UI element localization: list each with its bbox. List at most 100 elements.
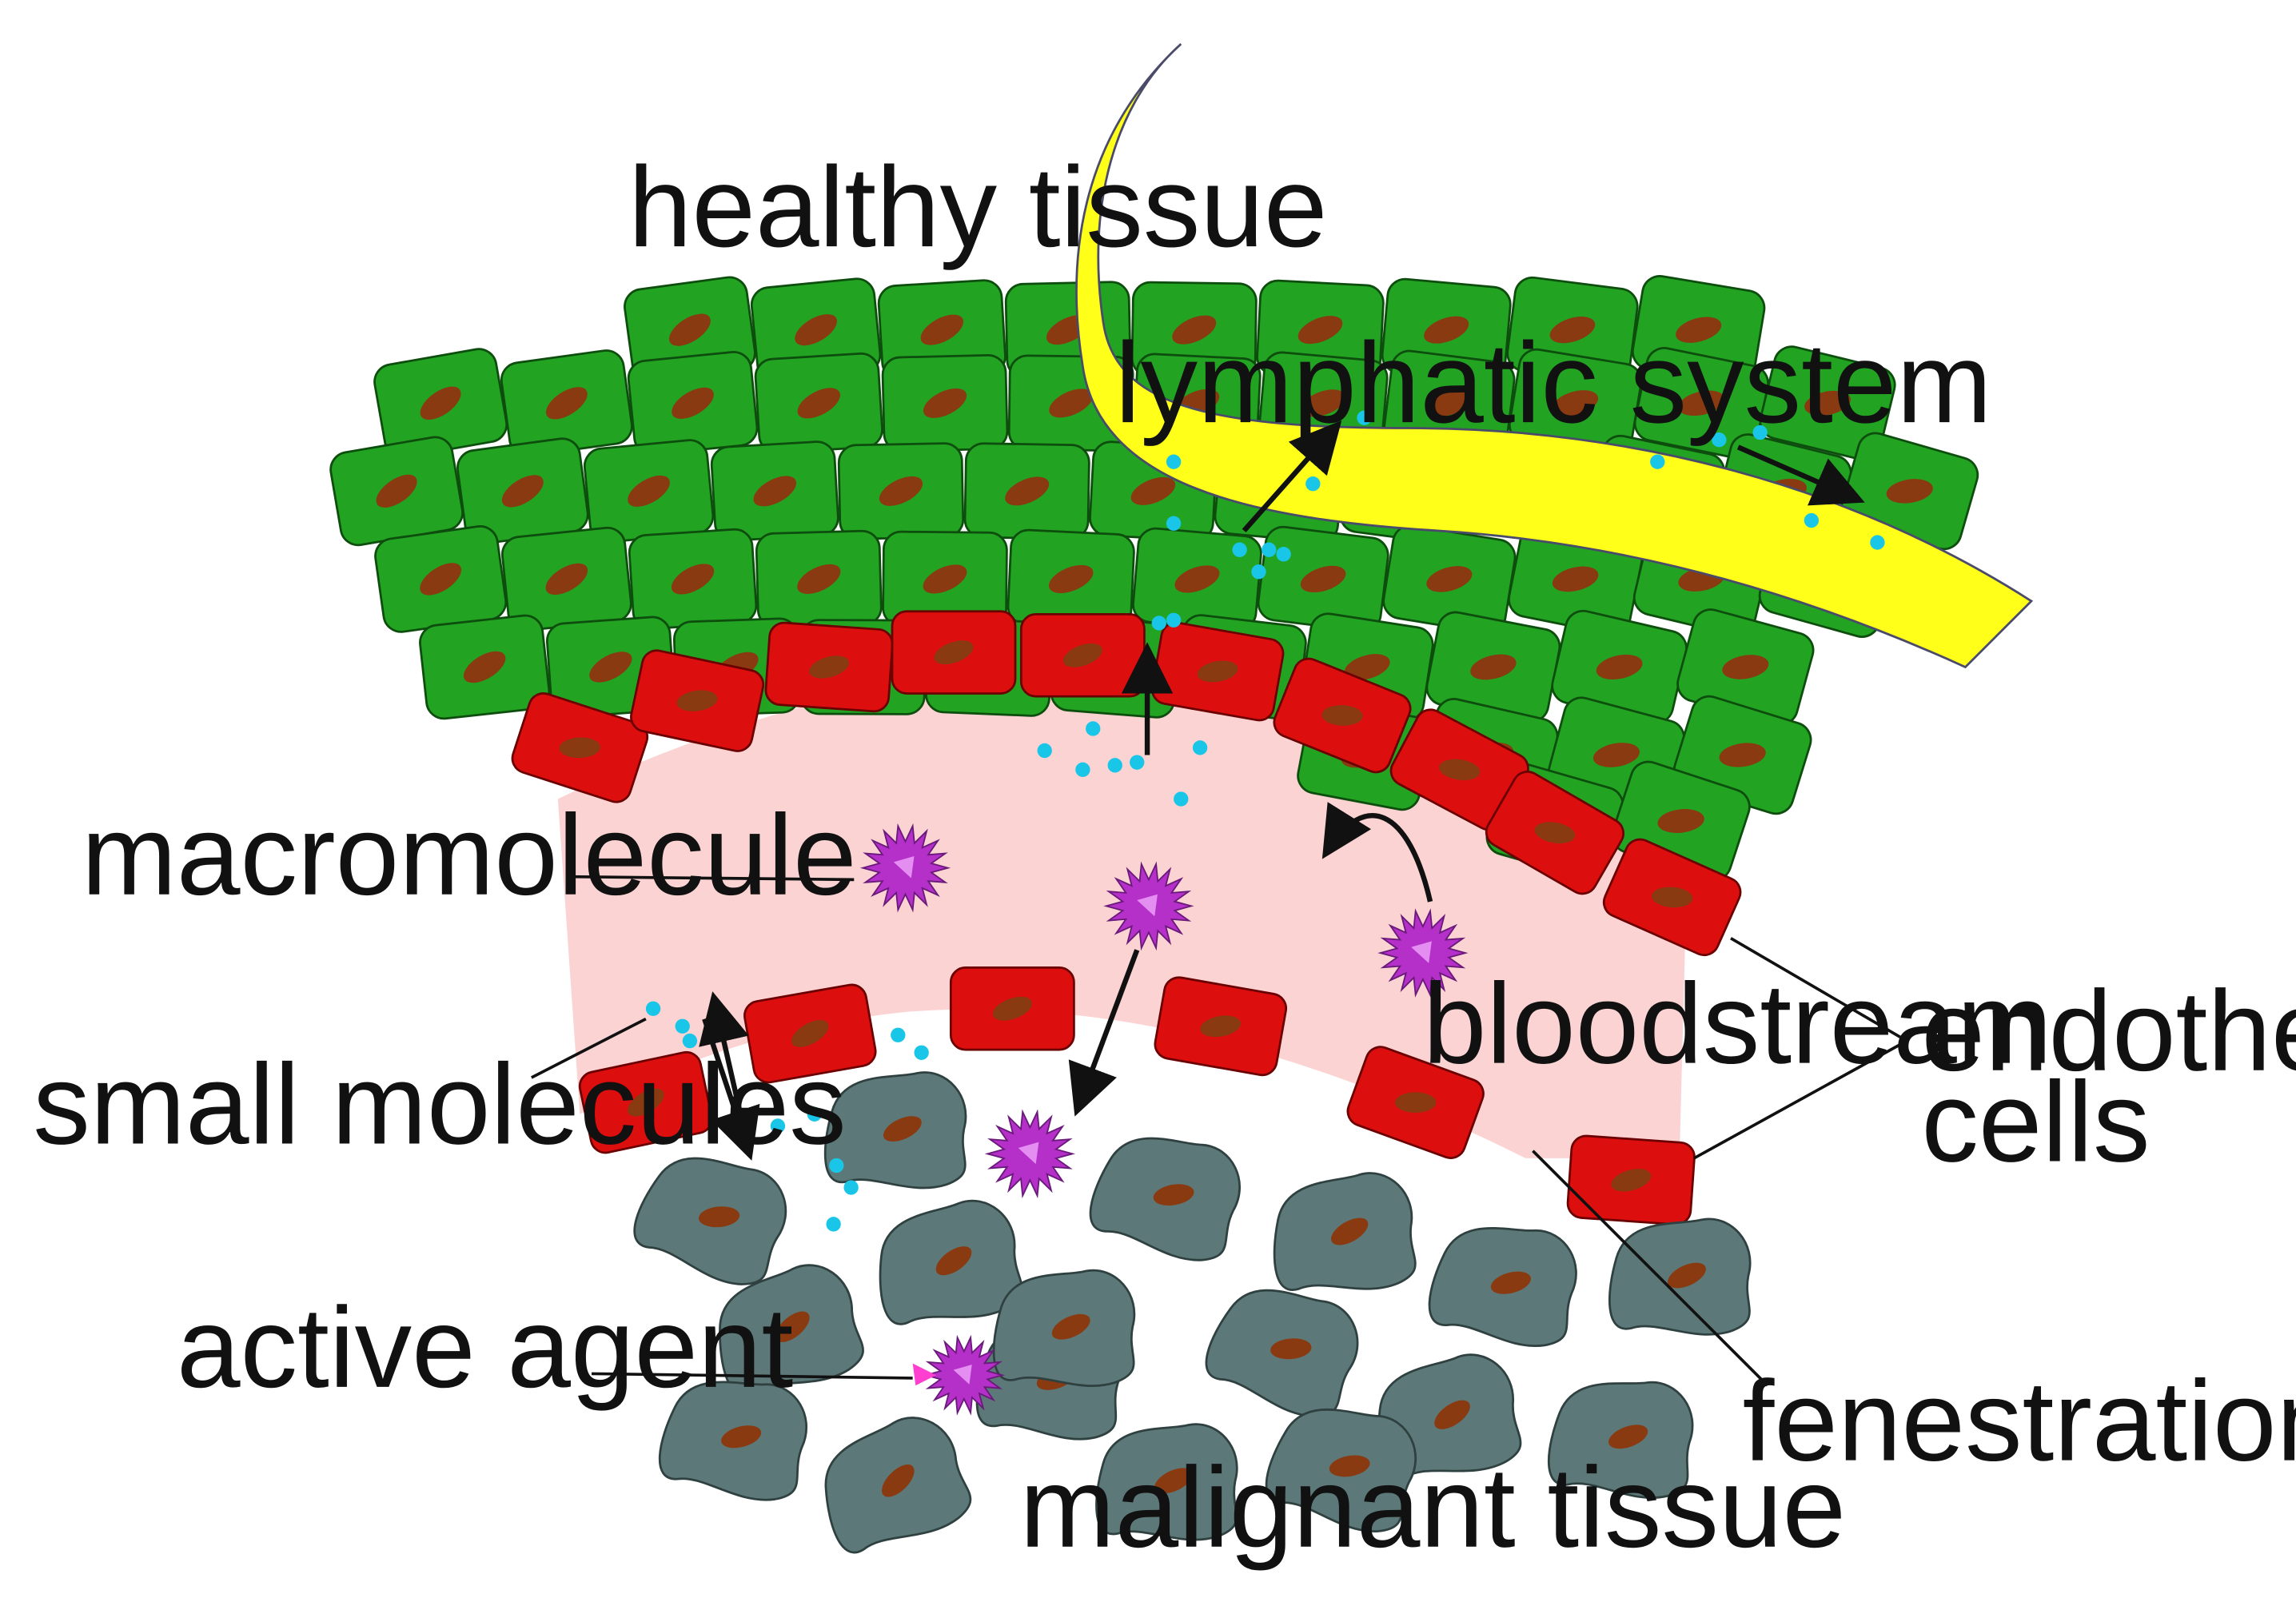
healthy-cell [1508, 348, 1643, 458]
healthy-cell [628, 528, 758, 630]
leader-fenestration [1532, 1150, 1769, 1387]
healthy-cell [710, 440, 839, 542]
endothelial-cell [743, 983, 877, 1084]
small-molecule [1232, 542, 1247, 557]
small-molecule [1752, 424, 1768, 440]
macromolecules [859, 823, 1469, 1416]
label-fenestration: fenestration [1743, 1358, 2296, 1485]
healthy-cell [374, 525, 508, 633]
endothelial-cell [511, 692, 649, 803]
healthy-cell [755, 529, 883, 628]
malignant-cell [824, 1417, 972, 1554]
small-molecule [1166, 612, 1182, 628]
malignant-cell [1089, 1137, 1241, 1261]
small-molecule [1151, 616, 1166, 631]
macromolecule [1103, 861, 1194, 951]
label-active-agent: active agent [177, 1285, 793, 1412]
small-molecule [1107, 758, 1122, 773]
endothelial-cell [1154, 976, 1288, 1077]
arrow-lymph-flow [1736, 444, 1865, 506]
small-molecule [829, 1158, 844, 1174]
malignant-cell [1265, 1408, 1417, 1532]
small-molecule [1037, 743, 1052, 759]
healthy-cell [882, 530, 1008, 628]
active-agent-triangle [912, 1363, 936, 1386]
label-malignant-tissue: malignant tissue [1020, 1445, 1847, 1572]
malignant-cell [1547, 1381, 1694, 1499]
small-molecule [1166, 454, 1182, 469]
healthy-cell [754, 352, 883, 454]
small-molecule [914, 1045, 929, 1060]
small-molecule [1174, 791, 1189, 807]
endothelial-cell [1019, 613, 1146, 698]
arrow-curved-recirculation [1321, 802, 1433, 903]
malignant-cell [633, 1157, 787, 1285]
malignant-tissue-cells [633, 1071, 1752, 1554]
leader-active-agent [591, 1372, 913, 1380]
macromolecule [984, 1109, 1076, 1199]
healthy-cell [963, 442, 1090, 540]
endothelial-cells [511, 610, 1742, 1226]
small-molecule [770, 1118, 786, 1134]
endothelial-cell [1273, 657, 1412, 774]
label-macromolecule: macromolecule [82, 792, 857, 919]
leader-endothelial-2 [1693, 1039, 1907, 1160]
healthy-cell [1759, 345, 1896, 461]
healthy-cell [837, 442, 965, 540]
healthy-cell [627, 350, 759, 456]
malignant-cell [1273, 1172, 1417, 1292]
malignant-cell [719, 1264, 864, 1396]
endothelial-cell [1346, 1046, 1485, 1159]
small-molecule [1276, 547, 1291, 562]
healthy-cell [1633, 347, 1769, 460]
malignant-cell [879, 1199, 1023, 1325]
small-molecule [645, 1001, 661, 1016]
small-molecule [1086, 721, 1101, 736]
small-molecule [1650, 454, 1665, 469]
small-molecule [843, 1180, 859, 1195]
arrow-macro-to-tumor [1068, 949, 1140, 1117]
small-molecule [1075, 762, 1090, 777]
small-molecule [675, 1018, 690, 1034]
small-molecule [1712, 432, 1727, 448]
small-molecule [682, 1033, 698, 1049]
arrow-small-mol-up [699, 991, 749, 1118]
lymphatic-vessel [1075, 42, 2034, 669]
healthy-cell [1132, 527, 1262, 632]
healthy-cell [419, 614, 551, 720]
arrow-to-lymphatic [1242, 420, 1342, 533]
malignant-cell [658, 1381, 807, 1501]
leader-endothelial-1 [1730, 937, 1907, 1042]
malignant-cell [1095, 1423, 1238, 1541]
small-molecule [1804, 512, 1820, 528]
label-small-molecules: small molecules [33, 1041, 846, 1168]
malignant-cell [1608, 1217, 1752, 1336]
endothelial-cell [578, 1050, 713, 1154]
malignant-cell [1205, 1289, 1359, 1417]
small-molecule-dots [645, 410, 1885, 1232]
label-healthy-tissue: healthy tissue [628, 144, 1328, 271]
leader-small-molecules [530, 1017, 647, 1079]
small-molecule [891, 1027, 906, 1042]
macromolecule [923, 1334, 1006, 1416]
endothelial-cell [764, 621, 894, 713]
endothelial-cell [1566, 1134, 1696, 1226]
small-molecule [1166, 516, 1182, 531]
small-molecule [1357, 410, 1372, 425]
small-molecule [1305, 476, 1321, 492]
endothelial-cell [630, 649, 765, 752]
small-molecule [1870, 535, 1885, 550]
small-molecule [1262, 542, 1277, 557]
small-molecule [1130, 755, 1145, 770]
small-molecule [826, 1217, 841, 1232]
small-molecule [1192, 740, 1208, 755]
small-molecule [807, 1106, 822, 1122]
healthy-cell [881, 353, 1009, 452]
healthy-cell [373, 348, 508, 459]
endothelial-cell [891, 610, 1017, 695]
malignant-cell [823, 1071, 967, 1190]
endothelial-cell [1602, 838, 1742, 957]
leader-macromolecule [569, 875, 855, 882]
label-lymphatic-system: lymphatic system [1115, 320, 1992, 447]
